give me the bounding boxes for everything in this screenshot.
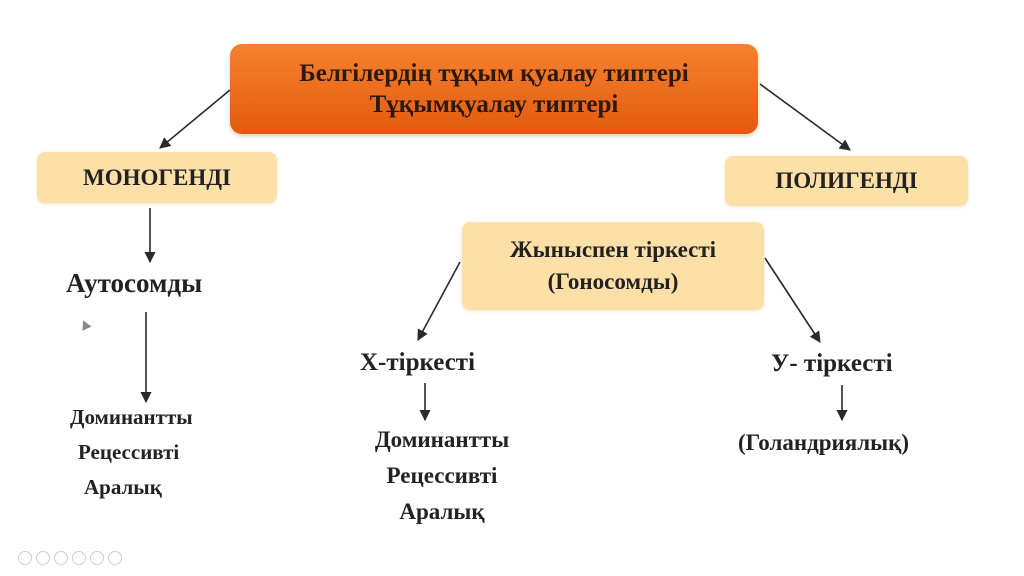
list-item: Аралық: [84, 475, 162, 499]
polygenic-box: ПОЛИГЕНДІ: [725, 156, 968, 206]
sex-linked-box: Жыныспен тіркесті (Гоносомды): [462, 222, 764, 310]
slide-control-icon[interactable]: [54, 551, 68, 565]
y-linked-label: У- тіркесті: [771, 350, 893, 377]
monogenic-label: МОНОГЕНДІ: [82, 164, 232, 190]
slide-control-icon[interactable]: [108, 551, 122, 565]
x-linked-types-list: Доминантты Рецессивті Аралық: [360, 422, 524, 530]
list-item: Аралық: [399, 499, 485, 524]
slide-control-icon[interactable]: [18, 551, 32, 565]
arrow-sex-to-x: [417, 261, 461, 341]
y-linked-type: (Голандриялық): [738, 430, 910, 455]
list-item: Рецессивті: [78, 440, 180, 464]
autosomal-label: Аутосомды: [66, 268, 203, 298]
title-line-2: Тұқымқуалау типтері: [369, 91, 619, 118]
x-linked-label: Х-тіркесті: [360, 349, 476, 376]
list-item: Доминантты: [70, 405, 193, 429]
slide-control-icon[interactable]: [36, 551, 50, 565]
slide-control-icon[interactable]: [90, 551, 104, 565]
list-item: Доминантты: [374, 427, 510, 452]
arrow-title-to-poly: [759, 83, 851, 151]
arrow-sex-to-y: [764, 257, 821, 343]
sex-linked-line-1: Жыныспен тіркесті: [509, 237, 717, 262]
arrow-title-to-mono: [159, 89, 231, 149]
monogenic-box: МОНОГЕНДІ: [37, 152, 277, 203]
title-box: Белгілердің тұқым қуалау типтері Тұқымқу…: [230, 44, 758, 134]
slide-control-icon[interactable]: [72, 551, 86, 565]
list-item: Рецессивті: [386, 463, 498, 488]
polygenic-label: ПОЛИГЕНДІ: [775, 168, 918, 193]
sex-linked-line-2: (Гоносомды): [547, 269, 679, 294]
title-line-1: Белгілердің тұқым қуалау типтері: [299, 60, 689, 87]
autosomal-types-list: Доминантты Рецессивті Аралық: [70, 400, 193, 505]
